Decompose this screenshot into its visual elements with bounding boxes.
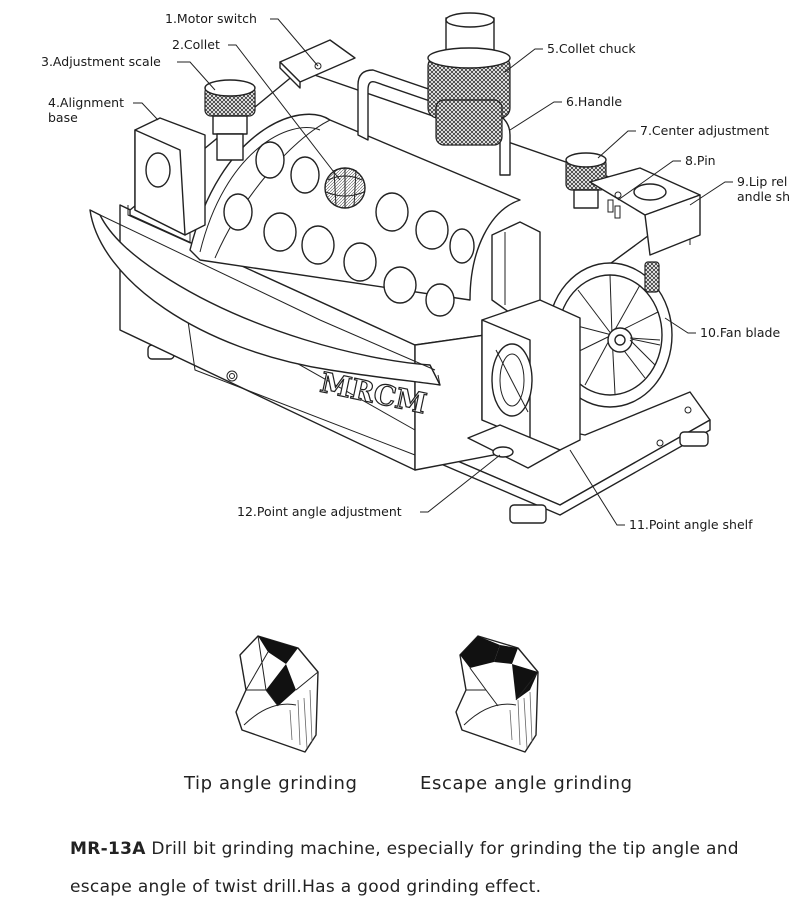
label-lip-relief-2: andle sh	[737, 189, 790, 204]
callout-collet-chuck: 5.Collet chuck	[504, 41, 636, 73]
label-handle: 6.Handle	[566, 94, 622, 109]
drill-escape-angle-icon	[455, 635, 539, 753]
label-pin: 8.Pin	[685, 153, 716, 168]
front-tray	[89, 209, 441, 386]
label-collet-chuck: 5.Collet chuck	[547, 41, 636, 56]
collet-drum	[189, 113, 521, 317]
adjustment-scale-knob	[204, 79, 256, 161]
pin-icon	[607, 199, 614, 213]
callout-pin: 8.Pin	[617, 153, 716, 201]
description-text: Drill bit grinding machine, especially f…	[70, 839, 739, 897]
callout-handle: 6.Handle	[509, 94, 622, 131]
alignment-base	[127, 117, 206, 244]
label-point-angle-adjustment: 12.Point angle adjustment	[237, 504, 402, 519]
label-fan-blade: 10.Fan blade	[700, 325, 780, 340]
callout-motor-switch: 1.Motor switch	[165, 11, 319, 67]
callout-adjustment-scale: 3.Adjustment scale	[41, 54, 216, 91]
product-description: MR-13A Drill bit grinding machine, espec…	[70, 830, 780, 906]
callout-point-angle-shelf: 11.Point angle shelf	[569, 449, 753, 532]
label-alignment-base-2: base	[48, 110, 78, 125]
callout-lip-relief: 9.Lip rel andle sh	[689, 174, 790, 206]
collet-chuck	[427, 12, 511, 146]
callout-fan-blade: 10.Fan blade	[664, 317, 780, 340]
label-lip-relief-1: 9.Lip rel	[737, 174, 787, 189]
right-block	[589, 167, 701, 256]
point-angle-shelf	[467, 299, 581, 469]
callout-point-angle-adjustment: 12.Point angle adjustment	[237, 454, 501, 519]
machine-diagram: MRCM 1.Motor switch 2.Collet 3.Adjustmen…	[41, 11, 790, 532]
fan-wheel	[547, 261, 673, 408]
model-number: MR-13A	[70, 839, 146, 859]
label-point-angle-shelf: 11.Point angle shelf	[629, 517, 753, 532]
label-collet: 2.Collet	[172, 37, 220, 52]
label-alignment-base-1: 4.Alignment	[48, 95, 124, 110]
label-center-adjustment: 7.Center adjustment	[640, 123, 769, 138]
drill-tip-angle-icon	[235, 635, 319, 753]
caption-escape-angle: Escape angle grinding	[420, 773, 633, 794]
callout-alignment-base: 4.Alignment base	[48, 95, 159, 125]
callout-collet: 2.Collet	[172, 37, 341, 181]
label-adjustment-scale: 3.Adjustment scale	[41, 54, 161, 69]
motor-switch	[279, 39, 356, 89]
label-motor-switch: 1.Motor switch	[165, 11, 257, 26]
callout-center-adjustment: 7.Center adjustment	[597, 123, 769, 159]
caption-tip-angle: Tip angle grinding	[184, 773, 358, 794]
drill-illustrations	[235, 635, 539, 753]
